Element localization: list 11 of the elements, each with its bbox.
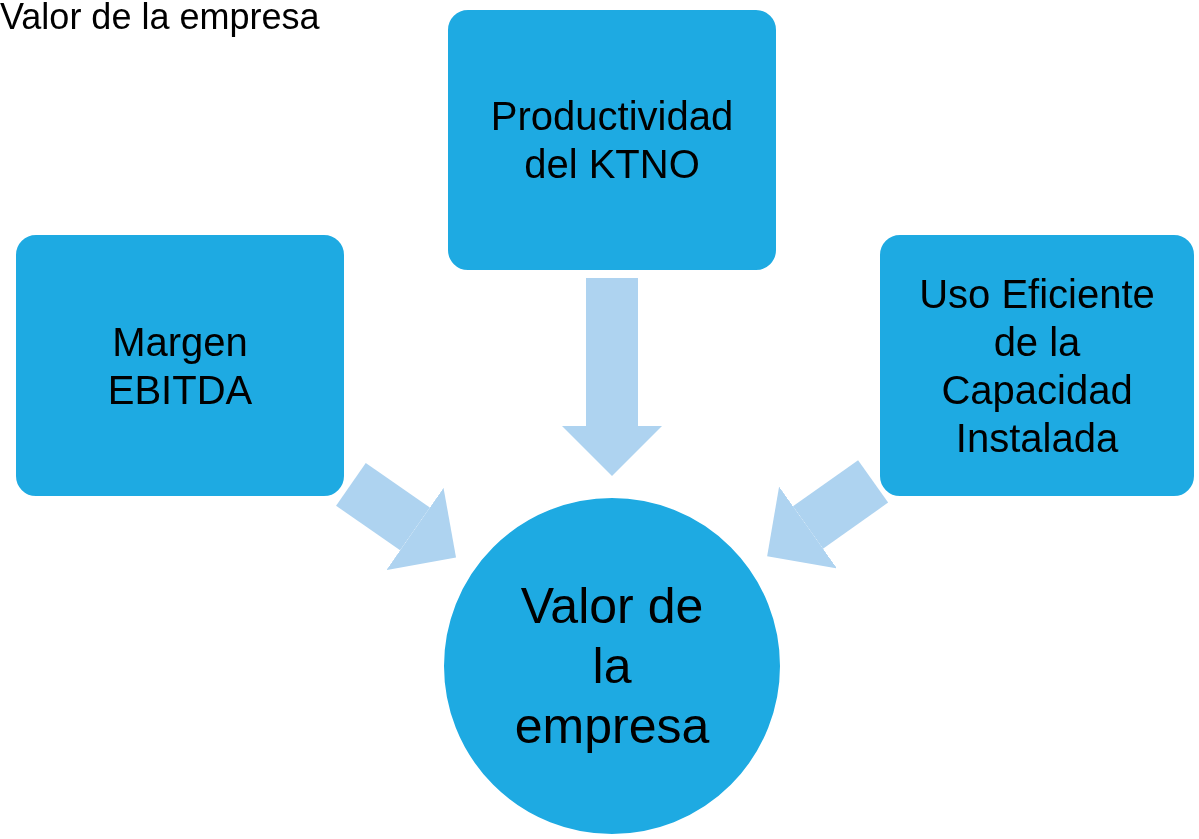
node-label: Margen EBITDA xyxy=(106,318,254,414)
rounded-box xyxy=(446,8,778,272)
rounded-box xyxy=(878,233,1196,498)
block-arrow xyxy=(562,278,662,476)
block-arrow xyxy=(336,463,456,570)
title: Valor de la empresa xyxy=(0,0,320,39)
block-arrow xyxy=(767,460,889,569)
node-label: Productividad del KTNO xyxy=(489,93,735,188)
node-label: Valor de la empresa xyxy=(513,577,711,756)
node-label: Uso Eficiente de la Capacidad Instalada xyxy=(918,270,1156,462)
rounded-box xyxy=(14,233,346,498)
